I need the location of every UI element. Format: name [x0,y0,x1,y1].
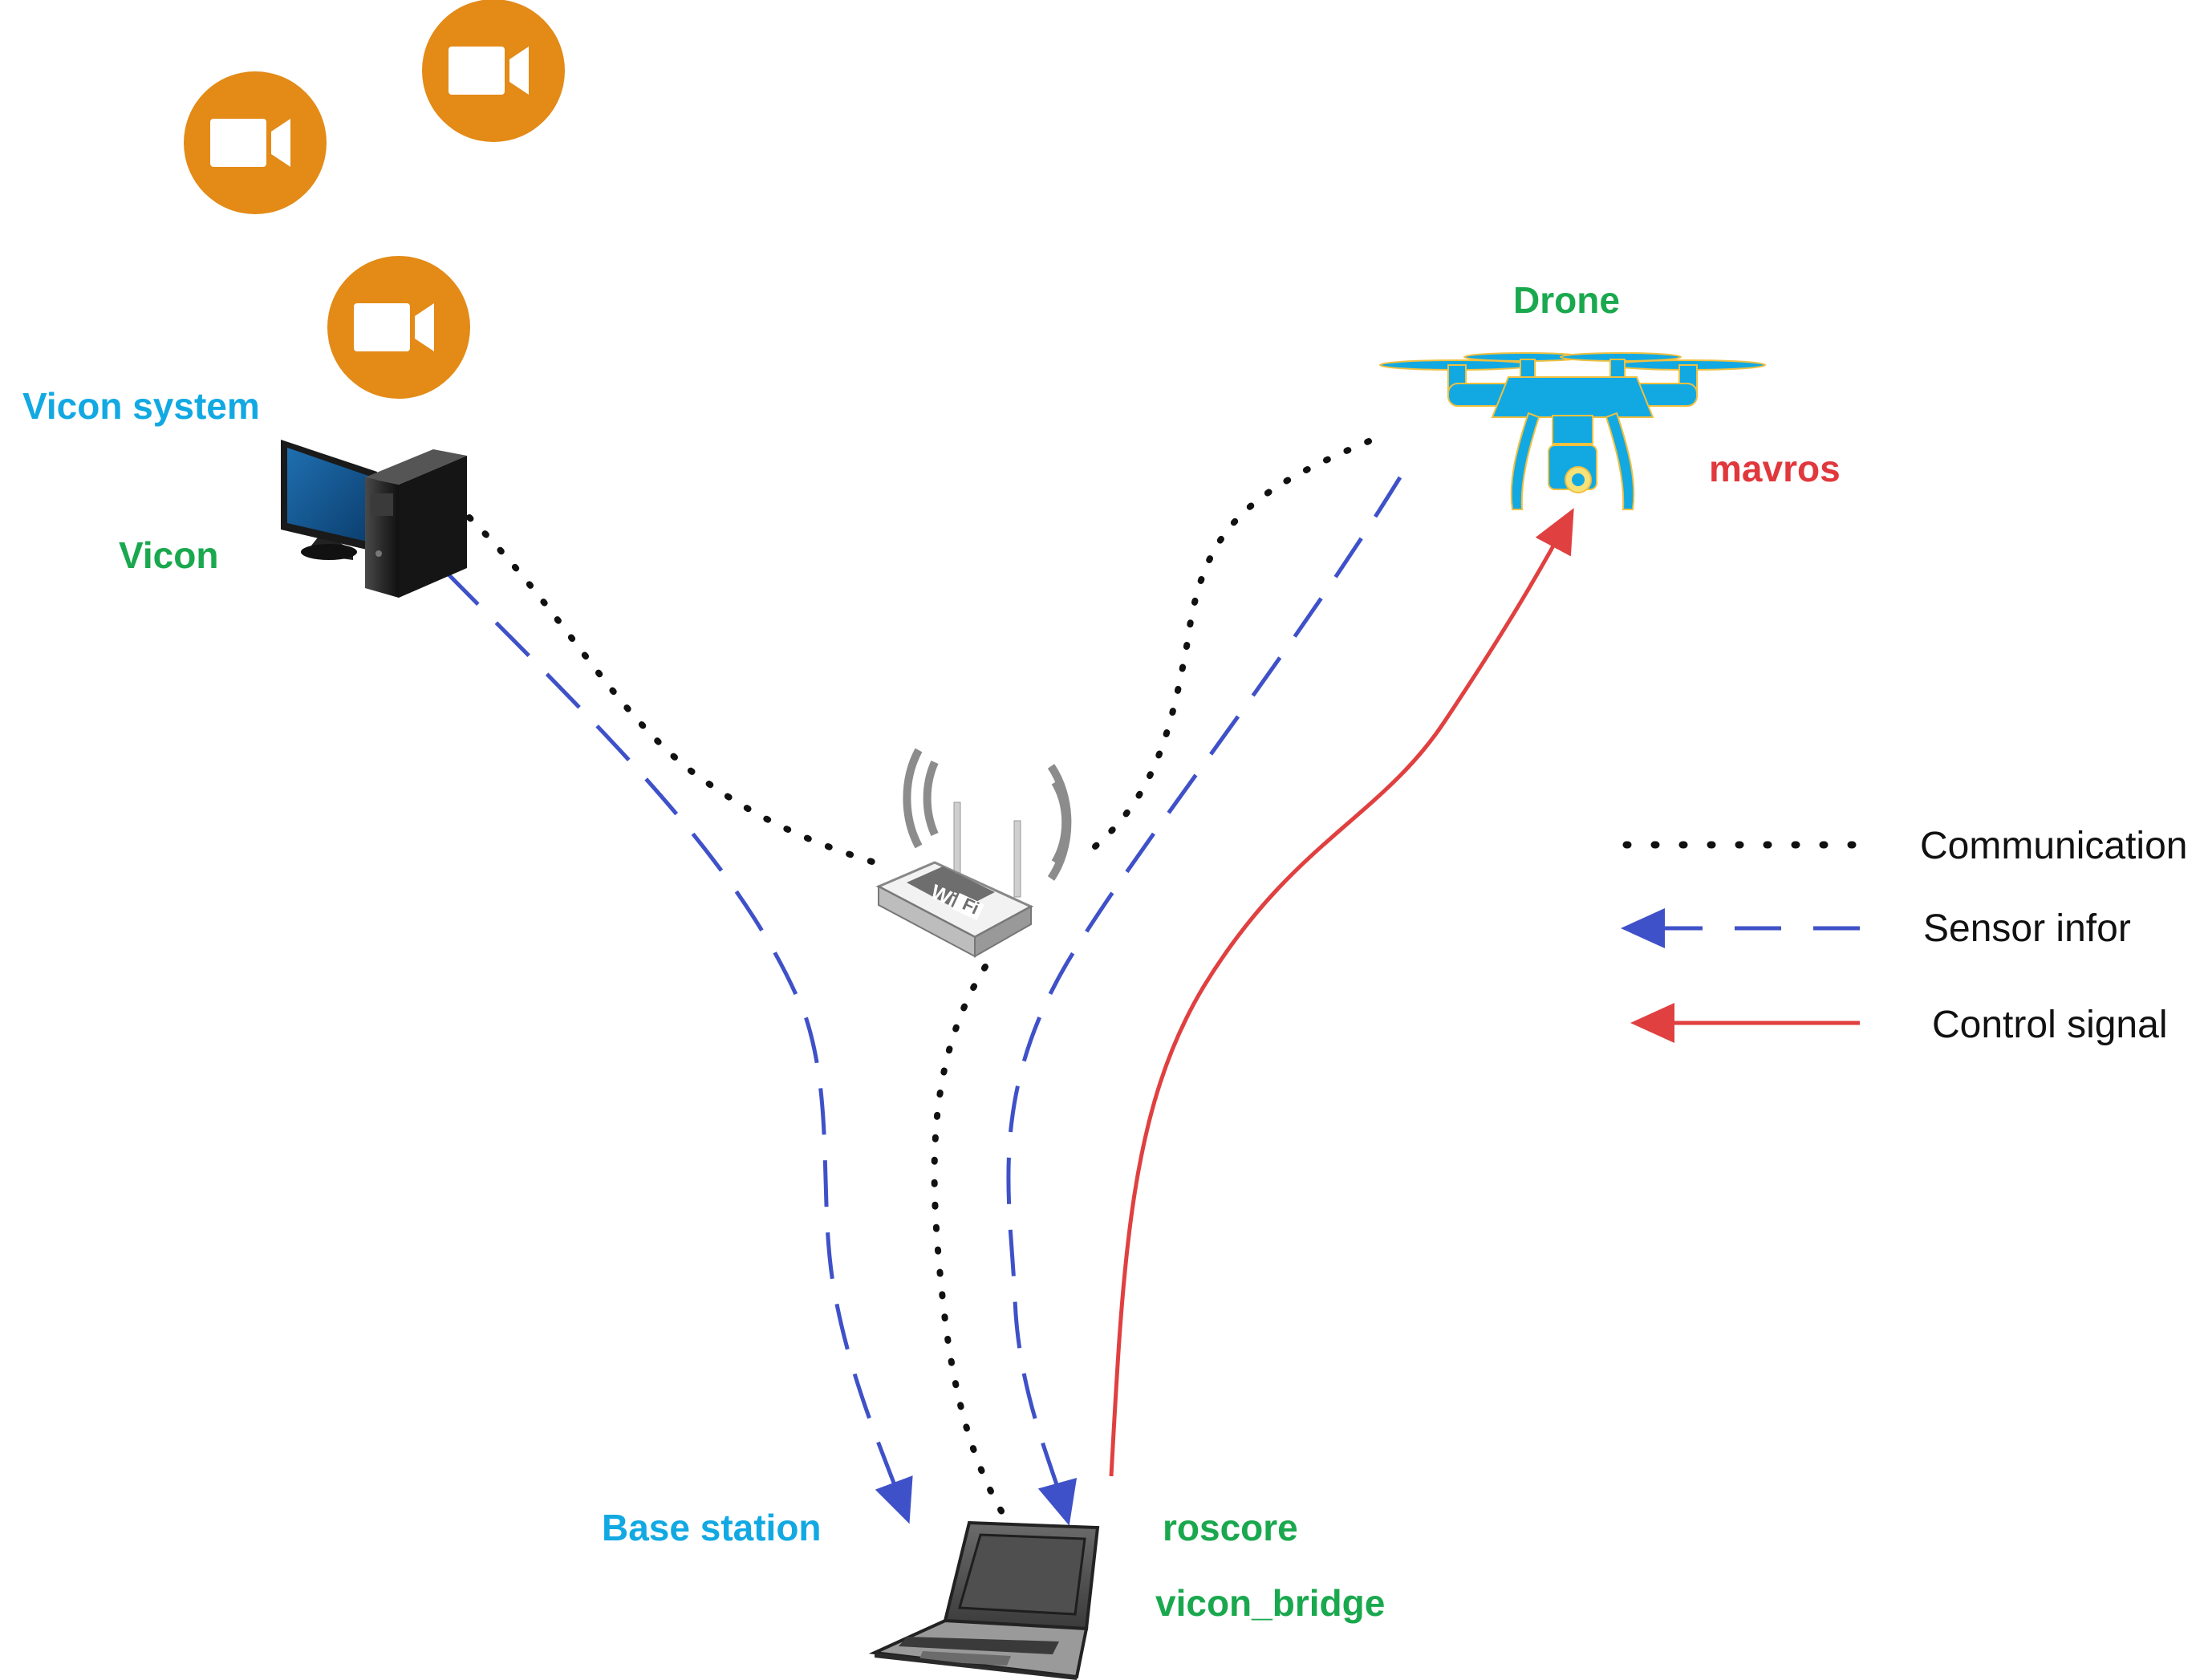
base-station-label: Base station [602,1507,822,1548]
vicon-system-label: Vicon system [22,385,260,427]
legend-sensor-label: Sensor infor [1923,907,2131,950]
camera-icon [184,71,327,214]
communication-line [466,514,878,866]
communication-line [1092,430,1391,850]
legend: Communication Sensor infor Control signa… [1621,825,2187,1046]
vicon-label: Vicon [119,534,218,576]
drone-icon [1379,352,1766,510]
drone-label: Drone [1513,279,1620,321]
legend-communication-label: Communication [1920,825,2187,867]
mavros-label: mavros [1709,448,1841,489]
camera-icon [422,0,565,142]
wifi-router-icon: Wi Fi [875,748,1072,958]
legend-control-label: Control signal [1932,1004,2167,1046]
desktop-computer-icon [281,440,467,598]
sensor-line [1006,476,1402,1526]
vicon-bridge-label: vicon_bridge [1155,1582,1385,1624]
camera-icon [327,256,470,399]
communication-line [931,964,1013,1528]
sensor-line [444,570,913,1524]
roscore-label: roscore [1163,1507,1298,1548]
laptop-icon [868,1520,1100,1680]
control-signal-line [1109,508,1574,1477]
